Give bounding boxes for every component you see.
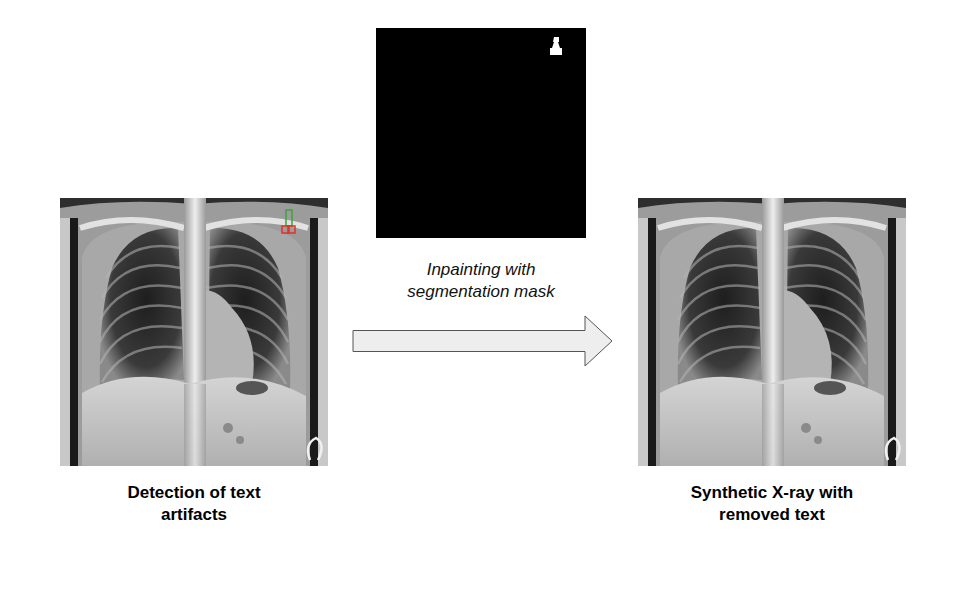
chest-xray-synthetic	[638, 198, 906, 466]
edge-label: Inpainting with segmentation mask	[394, 259, 569, 303]
segmentation-mask	[376, 28, 586, 238]
image-area	[60, 198, 328, 482]
detection-box	[288, 226, 295, 233]
image-area	[637, 198, 907, 482]
detection-boxes	[282, 210, 295, 233]
mask-region	[550, 37, 562, 55]
image-panel: Detection of text artifacts	[60, 198, 328, 526]
panel-caption: Detection of text artifacts	[104, 482, 284, 526]
chest-xray-original	[60, 198, 328, 466]
detection-box	[286, 210, 292, 226]
block-arrow	[353, 316, 612, 366]
panel-caption: Synthetic X-ray with removed text	[687, 482, 857, 526]
image-panel: Synthetic X-ray with removed text	[637, 198, 907, 526]
